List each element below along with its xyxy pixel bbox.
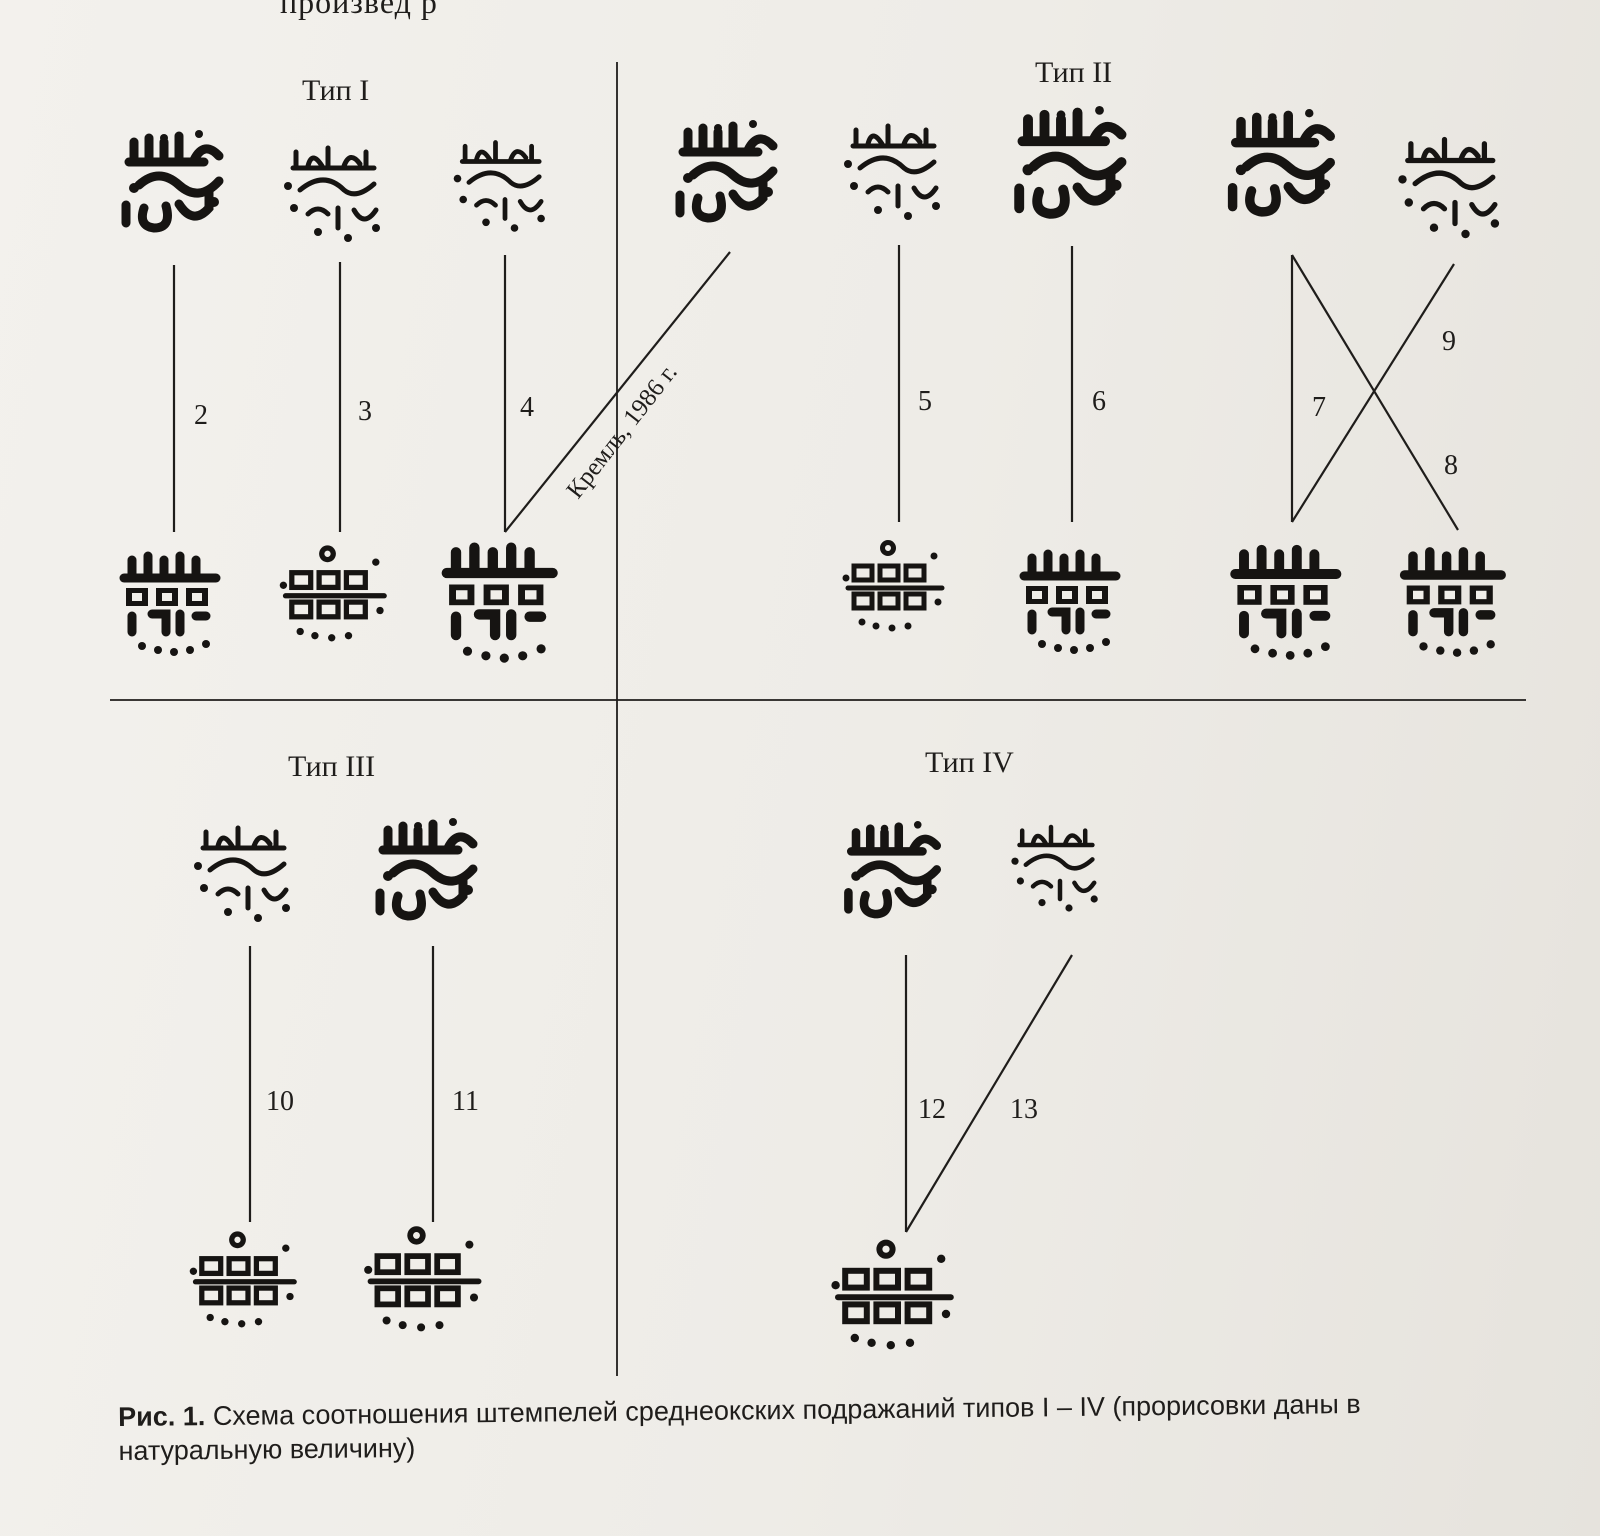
link-number-12: 12	[918, 1094, 946, 1125]
obverse-stamp-13	[1011, 827, 1097, 912]
obverse-stamp-7	[1233, 109, 1331, 212]
link-number-6: 6	[1092, 386, 1106, 417]
figure-caption-text: Схема соотношения штемпелей среднеокских…	[118, 1388, 1361, 1466]
reverse-stamp-5	[843, 540, 943, 632]
reverse-stamp-3	[280, 545, 384, 641]
obverse-stamp-2	[126, 130, 219, 228]
link-line-kremlin	[504, 251, 731, 533]
link-number-13: 13	[1010, 1094, 1038, 1125]
type-4-label: Тип IV	[925, 746, 1014, 779]
obverse-stamp-9	[1398, 140, 1499, 239]
type-3-label: Тип III	[288, 750, 375, 783]
obverse-stamp-kremlin	[680, 120, 773, 218]
obverse-stamp-3	[284, 148, 380, 242]
obverse-stamp-10	[194, 828, 290, 922]
link-number-3: 3	[358, 396, 372, 427]
obverse-stamp-11	[380, 818, 473, 916]
link-number-7: 7	[1312, 392, 1326, 423]
link-line-13	[905, 954, 1073, 1233]
link-line-9	[1291, 263, 1455, 523]
obverse-stamp-12	[848, 821, 936, 914]
link-number-10: 10	[266, 1086, 294, 1117]
obverse-stamp-6	[1019, 106, 1121, 214]
reverse-stamp-2	[124, 556, 216, 656]
link-number-5: 5	[918, 386, 932, 417]
obverse-stamp-5	[844, 126, 940, 220]
link-number-9: 9	[1442, 326, 1456, 357]
reverse-stamp-8	[1405, 552, 1502, 657]
reverse-stamp-6	[1024, 554, 1116, 654]
link-number-11: 11	[452, 1086, 479, 1117]
type-2-label: Тип II	[1035, 56, 1112, 89]
link-line-8	[1291, 254, 1459, 531]
link-number-4: 4	[520, 392, 534, 423]
type-1-label: Тип I	[302, 74, 369, 107]
reverse-stamp-4	[447, 548, 553, 663]
reverse-stamp-11	[364, 1226, 478, 1331]
reverse-stamp-12-13	[831, 1240, 950, 1350]
kremlin-1986-note: Кремль, 1986 г.	[561, 359, 682, 504]
cropped-text-fragment: произвед р	[280, 0, 438, 20]
obverse-stamp-4	[454, 143, 545, 232]
link-number-8: 8	[1444, 450, 1458, 481]
reverse-stamp-10	[190, 1231, 294, 1327]
link-number-2: 2	[194, 400, 208, 431]
figure-ref: Рис. 1.	[118, 1401, 206, 1432]
reverse-stamp-7	[1235, 550, 1336, 660]
